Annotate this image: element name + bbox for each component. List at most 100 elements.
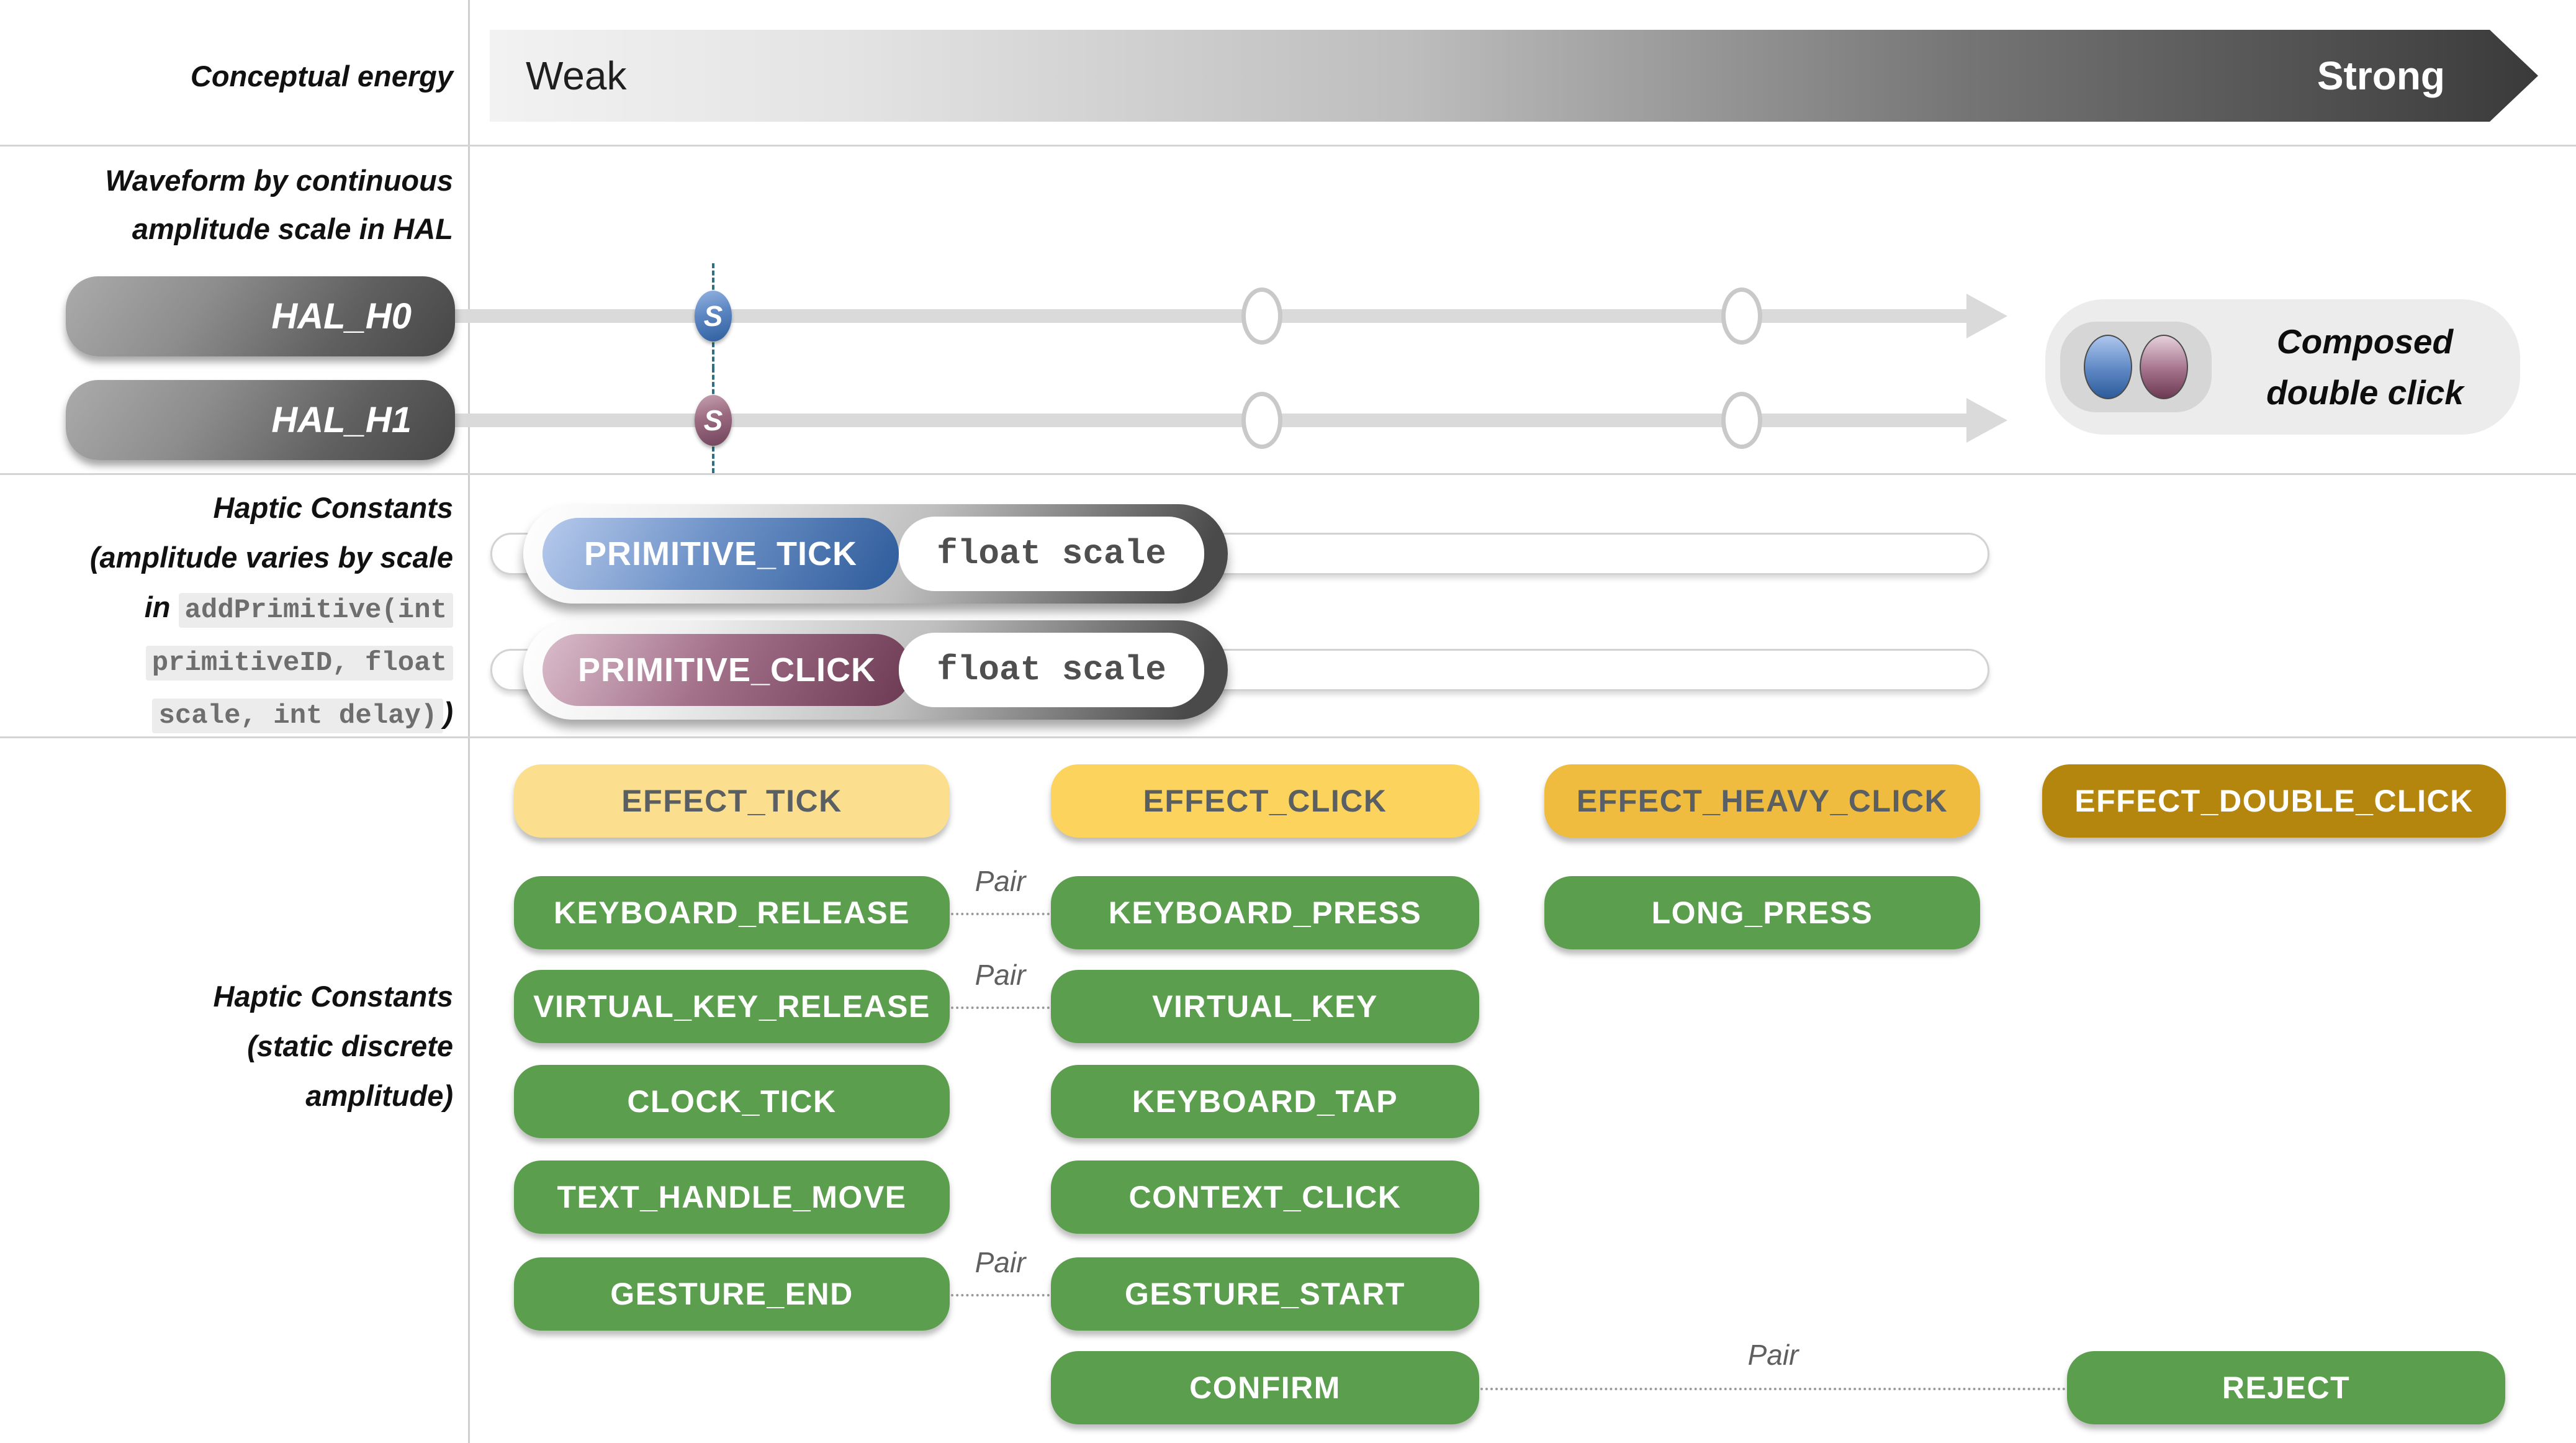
pill-confirm-text: CONFIRM — [1189, 1370, 1341, 1405]
pill-effect-tick: EFFECT_TICK — [514, 764, 950, 838]
pill-virtual-key: VIRTUAL_KEY — [1051, 970, 1479, 1043]
pill-keyboard-press-text: KEYBOARD_PRESS — [1108, 895, 1422, 930]
pair-line-gesture — [951, 1294, 1050, 1296]
hal-h1-text: HAL_H1 — [271, 400, 412, 440]
primitives-section-label: Haptic Constants (amplitude varies by sc… — [0, 483, 453, 741]
h1-scale-marker-text: S — [703, 404, 723, 437]
hal-h0-node-icon — [1241, 287, 1282, 345]
strong-label: Strong — [2317, 53, 2445, 98]
composed-double-click-badge: Composed double click — [2045, 299, 2520, 435]
composed-label-line1: Composed — [2276, 322, 2454, 361]
hal-h0-text: HAL_H0 — [271, 296, 412, 337]
hal-h1-timeline — [455, 414, 1968, 427]
pill-gesture-end: GESTURE_END — [514, 1257, 950, 1331]
primitive-click-param: float scale — [899, 633, 1204, 707]
pair-label-gesture: Pair — [975, 1246, 1026, 1278]
pill-keyboard-press: KEYBOARD_PRESS — [1051, 876, 1479, 949]
primitives-label-line2: (amplitude varies by scale — [89, 541, 453, 574]
primitive-click-pill: PRIMITIVE_CLICK — [543, 634, 911, 706]
primitives-label-in: in — [144, 590, 179, 623]
pill-effect-click: EFFECT_CLICK — [1051, 764, 1479, 838]
pill-keyboard-release-text: KEYBOARD_RELEASE — [553, 895, 911, 930]
pill-clock-tick-text: CLOCK_TICK — [627, 1084, 837, 1119]
primitive-click-text: PRIMITIVE_CLICK — [577, 651, 876, 689]
static-section-label: Haptic Constants (static discrete amplit… — [0, 972, 454, 1121]
primitive-tick-param: float scale — [899, 517, 1204, 591]
pair-line-keyboard — [951, 913, 1050, 915]
pill-effect-heavy-click: EFFECT_HEAVY_CLICK — [1544, 764, 1980, 838]
conceptual-energy-text: Conceptual energy — [190, 60, 453, 93]
composed-label: Composed double click — [2225, 316, 2505, 418]
static-label-line2: (static discrete — [247, 1029, 453, 1062]
h0-scale-marker-text: S — [703, 300, 723, 332]
pill-clock-tick: CLOCK_TICK — [514, 1065, 950, 1138]
pill-reject-text: REJECT — [2222, 1370, 2351, 1405]
pill-text-handle-move: TEXT_HANDLE_MOVE — [514, 1160, 950, 1234]
pill-gesture-end-text: GESTURE_END — [610, 1277, 853, 1311]
pill-effect-click-text: EFFECT_CLICK — [1143, 784, 1387, 818]
pair-line-virtual-key — [951, 1006, 1050, 1009]
h0-scale-marker-icon: S — [695, 291, 732, 342]
pill-effect-tick-text: EFFECT_TICK — [621, 784, 842, 818]
composed-mauve-dot-icon — [2140, 335, 2188, 399]
composed-dots-box — [2060, 322, 2212, 412]
pill-gesture-start: GESTURE_START — [1051, 1257, 1479, 1331]
pill-long-press-text: LONG_PRESS — [1651, 895, 1873, 930]
primitives-code-line1: addPrimitive(int — [178, 593, 453, 628]
pill-virtual-key-release: VIRTUAL_KEY_RELEASE — [514, 970, 950, 1043]
composed-label-line2: double click — [2266, 373, 2464, 412]
hal-h0-pill: HAL_H0 — [66, 276, 455, 356]
conceptual-energy-label: Conceptual energy — [0, 52, 453, 101]
composed-blue-dot-icon — [2084, 335, 2132, 399]
weak-label: Weak — [526, 53, 627, 98]
row-divider-1 — [0, 145, 2576, 147]
pill-keyboard-tap-text: KEYBOARD_TAP — [1132, 1084, 1398, 1119]
primitives-label-line5: scale, int delay)) — [0, 688, 453, 741]
pill-gesture-start-text: GESTURE_START — [1125, 1277, 1405, 1311]
pill-context-click: CONTEXT_CLICK — [1051, 1160, 1479, 1234]
energy-gradient-bar: Weak Strong — [490, 30, 2538, 122]
pill-effect-double-click: EFFECT_DOUBLE_CLICK — [2042, 764, 2506, 838]
hal-h0-node-icon — [1721, 287, 1762, 345]
primitives-label-line3: in addPrimitive(int — [0, 582, 453, 635]
primitives-label-close-paren: ) — [443, 696, 453, 729]
pair-label-keyboard: Pair — [975, 865, 1026, 897]
primitive-tick-text: PRIMITIVE_TICK — [583, 535, 858, 572]
hal-h1-arrowhead-icon — [1966, 398, 2007, 443]
pair-line-confirm-reject — [1480, 1388, 2066, 1390]
static-label-line1: Haptic Constants — [213, 980, 454, 1013]
hal-h1-node-icon — [1241, 392, 1282, 449]
primitives-code-line2: primitiveID, float — [145, 646, 453, 681]
pill-keyboard-tap: KEYBOARD_TAP — [1051, 1065, 1479, 1138]
h1-scale-marker-icon: S — [695, 395, 732, 446]
hal-label-line2: amplitude scale in HAL — [132, 212, 453, 245]
hal-h1-node-icon — [1721, 392, 1762, 449]
pair-label-virtual-key: Pair — [975, 959, 1026, 991]
primitives-code-line3: scale, int delay) — [152, 699, 444, 733]
pill-effect-heavy-click-text: EFFECT_HEAVY_CLICK — [1576, 784, 1948, 818]
primitives-label-line4: primitiveID, float — [0, 635, 453, 688]
pair-label-confirm-reject: Pair — [1747, 1339, 1799, 1371]
primitive-click-param-text: float scale — [937, 650, 1166, 690]
column-divider — [468, 0, 470, 1443]
row-divider-2 — [0, 473, 2576, 475]
pill-reject: REJECT — [2067, 1351, 2505, 1424]
primitive-tick-param-text: float scale — [937, 534, 1166, 574]
hal-h0-timeline — [455, 309, 1968, 323]
pill-virtual-key-release-text: VIRTUAL_KEY_RELEASE — [533, 989, 930, 1024]
pill-long-press: LONG_PRESS — [1544, 876, 1980, 949]
pill-confirm: CONFIRM — [1051, 1351, 1479, 1424]
static-label-line3: amplitude) — [305, 1079, 453, 1112]
row-divider-3 — [0, 736, 2576, 738]
primitives-label-line1: Haptic Constants — [213, 491, 454, 524]
hal-h0-arrowhead-icon — [1966, 294, 2007, 338]
pill-context-click-text: CONTEXT_CLICK — [1128, 1180, 1402, 1215]
hal-section-label: Waveform by continuous amplitude scale i… — [0, 156, 453, 253]
pill-keyboard-release: KEYBOARD_RELEASE — [514, 876, 950, 949]
primitive-tick-pill: PRIMITIVE_TICK — [543, 518, 899, 590]
pill-virtual-key-text: VIRTUAL_KEY — [1152, 989, 1378, 1024]
pill-text-handle-move-text: TEXT_HANDLE_MOVE — [557, 1180, 907, 1215]
hal-label-line1: Waveform by continuous — [105, 164, 453, 197]
hal-h1-pill: HAL_H1 — [66, 380, 455, 460]
